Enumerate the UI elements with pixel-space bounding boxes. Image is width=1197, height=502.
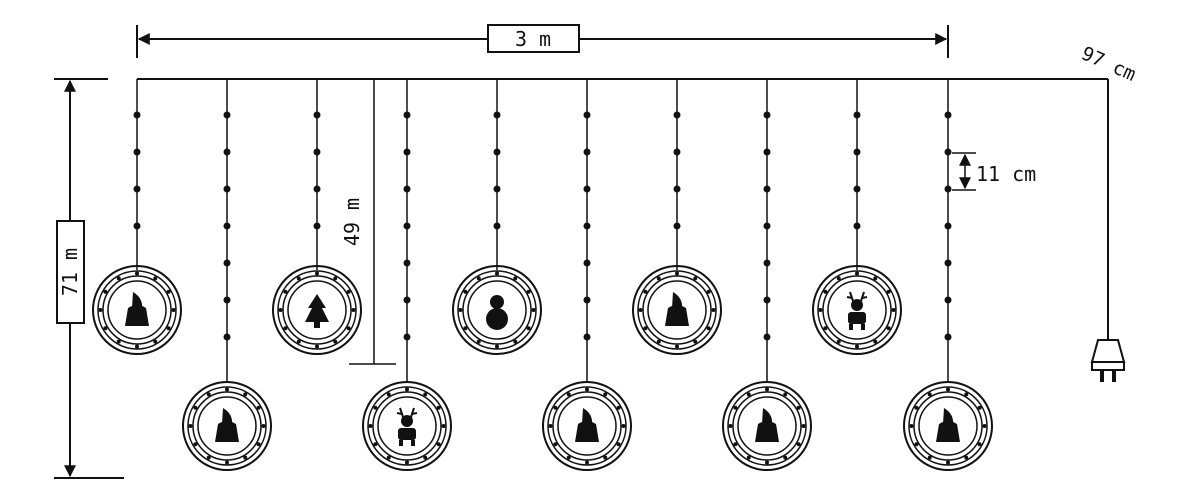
bulb xyxy=(944,148,952,156)
bulb xyxy=(583,148,591,156)
bulb xyxy=(944,185,952,193)
bulb xyxy=(313,222,321,230)
bulb xyxy=(403,148,411,156)
ornament-ring xyxy=(452,265,542,355)
light-strand xyxy=(812,79,902,355)
drop-label: 49 m xyxy=(340,198,364,246)
bulb xyxy=(853,111,861,119)
height-dimension: 71 m xyxy=(54,78,124,479)
width-label: 3 m xyxy=(515,27,551,51)
bulb xyxy=(313,148,321,156)
light-strand xyxy=(542,79,632,471)
bulb xyxy=(763,333,771,341)
bulb xyxy=(853,222,861,230)
bulb xyxy=(853,148,861,156)
bulb xyxy=(673,111,681,119)
bulb xyxy=(944,222,952,230)
bulb xyxy=(493,185,501,193)
bulb xyxy=(133,111,141,119)
bulb xyxy=(944,111,952,119)
santa-icon xyxy=(125,292,149,326)
bulb xyxy=(403,296,411,304)
ornament-ring xyxy=(632,265,722,355)
bulb xyxy=(763,148,771,156)
ornament-ring xyxy=(542,381,632,471)
height-label: 71 m xyxy=(58,248,82,296)
bulb xyxy=(673,222,681,230)
bulb xyxy=(403,185,411,193)
tree-icon xyxy=(305,294,329,328)
bulb xyxy=(403,259,411,267)
bulb xyxy=(583,259,591,267)
light-strand xyxy=(903,79,993,471)
bulb xyxy=(493,148,501,156)
bulb xyxy=(583,222,591,230)
santa-icon xyxy=(215,408,239,442)
bulb xyxy=(223,185,231,193)
drop-dimension: 49 m xyxy=(340,79,396,365)
santa-icon xyxy=(936,408,960,442)
reindeer-icon xyxy=(846,291,868,330)
bulb xyxy=(944,259,952,267)
bulb xyxy=(583,111,591,119)
bulb xyxy=(133,185,141,193)
bulb xyxy=(763,222,771,230)
bulb xyxy=(403,222,411,230)
ornament-ring xyxy=(903,381,993,471)
light-strand xyxy=(272,79,362,355)
light-strand xyxy=(452,79,542,355)
santa-icon xyxy=(665,292,689,326)
bulb xyxy=(403,333,411,341)
bulb xyxy=(223,296,231,304)
spacing-label: 11 cm xyxy=(976,162,1036,186)
light-strand xyxy=(182,79,272,471)
bulb xyxy=(133,148,141,156)
bulb xyxy=(313,185,321,193)
ornament-ring xyxy=(92,265,182,355)
bulb xyxy=(583,185,591,193)
light-strands xyxy=(92,79,993,471)
bulb xyxy=(583,296,591,304)
bulb xyxy=(583,333,591,341)
light-strand xyxy=(92,79,182,355)
ornament-ring xyxy=(182,381,272,471)
plug-icon xyxy=(1090,339,1126,382)
bulb xyxy=(944,333,952,341)
santa-icon xyxy=(755,408,779,442)
bulb xyxy=(763,185,771,193)
bulb xyxy=(673,148,681,156)
light-strand xyxy=(722,79,812,471)
bulb xyxy=(313,111,321,119)
ornament-ring xyxy=(722,381,812,471)
bulb xyxy=(853,185,861,193)
snowman-icon xyxy=(486,295,508,330)
main-wire xyxy=(137,78,1109,340)
bulb xyxy=(223,259,231,267)
reindeer-icon xyxy=(396,407,418,446)
bulb xyxy=(673,185,681,193)
width-dimension: 3 m xyxy=(136,24,949,58)
ornament-ring xyxy=(362,381,452,471)
bulb xyxy=(944,296,952,304)
santa-icon xyxy=(575,408,599,442)
bulb xyxy=(493,111,501,119)
spacing-dimension: 11 cm xyxy=(952,152,1036,191)
bulb xyxy=(763,296,771,304)
bulb xyxy=(763,259,771,267)
light-strand xyxy=(362,79,452,471)
ornament-ring xyxy=(812,265,902,355)
bulb xyxy=(133,222,141,230)
ornament-ring xyxy=(272,265,362,355)
bulb xyxy=(223,111,231,119)
bulb xyxy=(223,333,231,341)
light-strand xyxy=(632,79,722,355)
bulb xyxy=(223,222,231,230)
bulb xyxy=(403,111,411,119)
bulb xyxy=(763,111,771,119)
bulb xyxy=(223,148,231,156)
bulb xyxy=(493,222,501,230)
